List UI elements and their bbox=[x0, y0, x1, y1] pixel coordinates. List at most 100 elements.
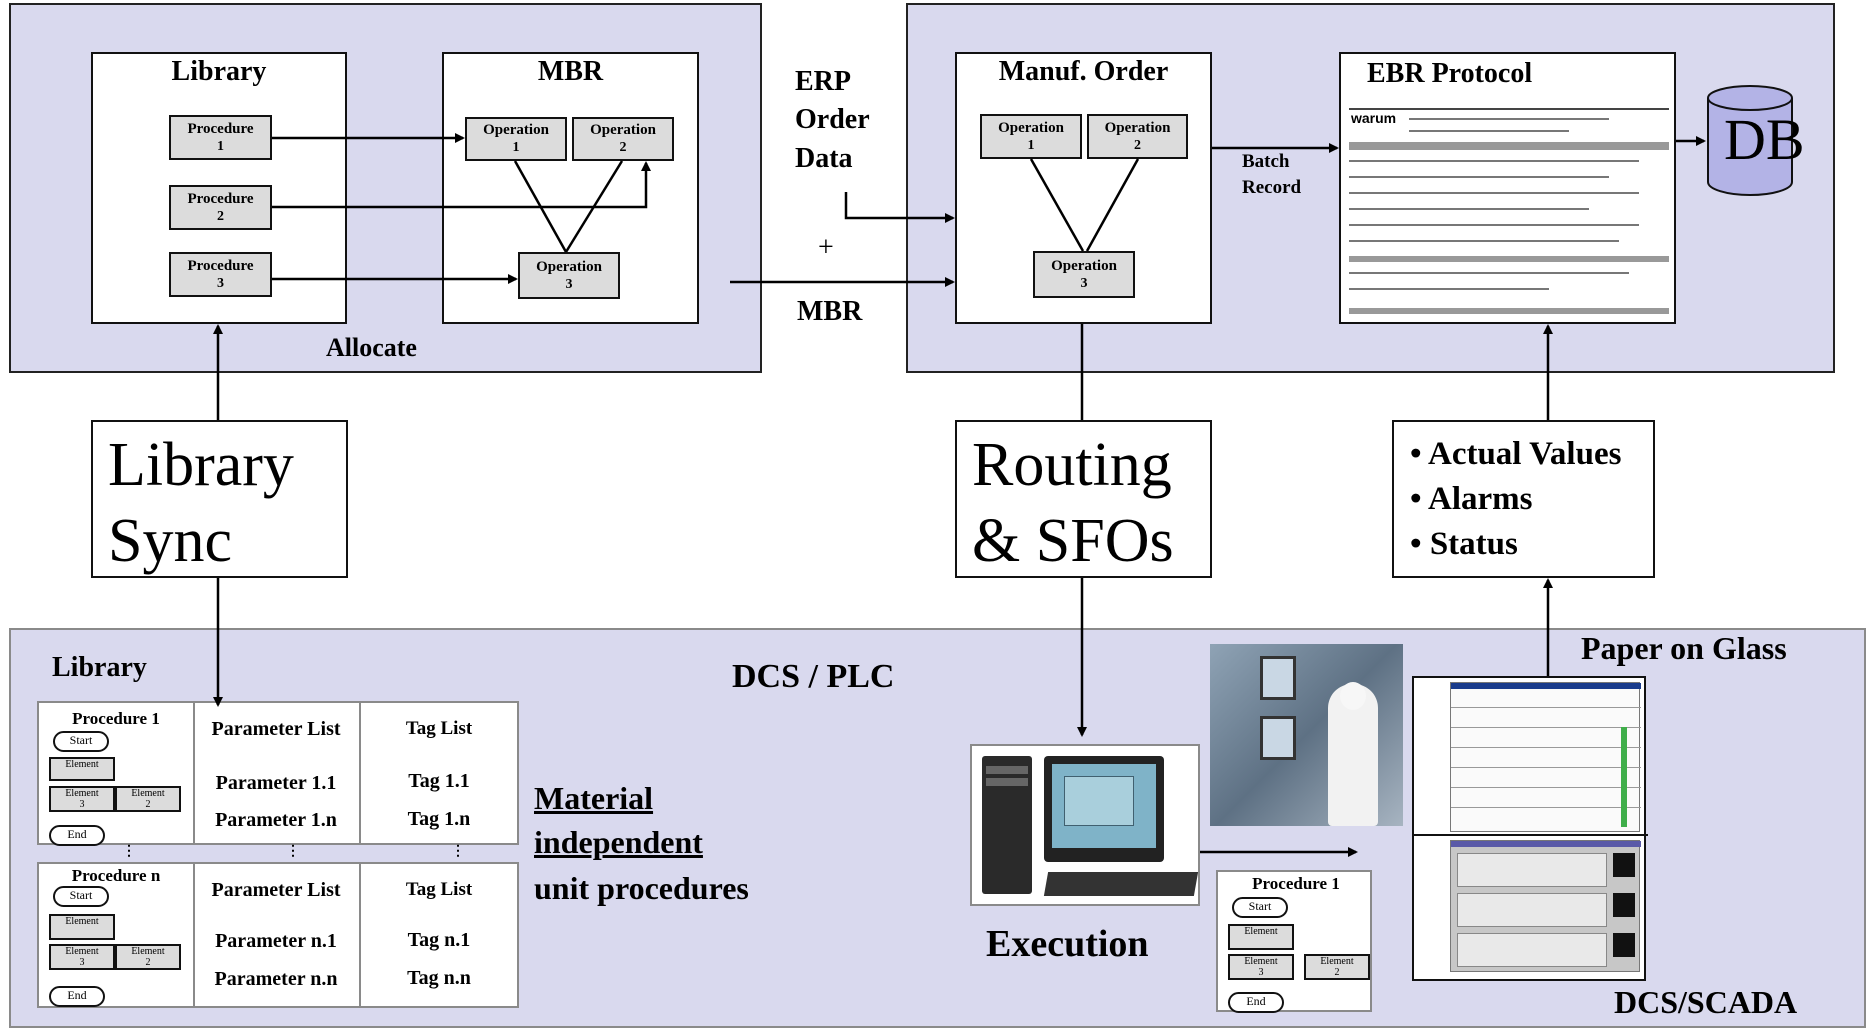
library-sync-line1: Library bbox=[108, 431, 294, 499]
table-divider bbox=[359, 864, 361, 1006]
mbr-flow-label: MBR bbox=[797, 296, 863, 327]
tag-list-header: Tag List bbox=[405, 879, 473, 900]
element-number: 3 bbox=[1258, 967, 1264, 978]
bottom-library-title: Library bbox=[52, 652, 147, 683]
continuation-dots: ⋮ bbox=[451, 844, 465, 859]
mbr-link bbox=[564, 160, 624, 253]
library-sync-line2: Sync bbox=[108, 507, 232, 575]
element-label: Element bbox=[1320, 956, 1354, 967]
operation-label: Operation bbox=[536, 258, 602, 275]
tag-row: Tag n.1 bbox=[407, 929, 471, 951]
table-divider bbox=[193, 703, 195, 843]
flow-start: Start bbox=[53, 886, 109, 907]
table-divider bbox=[193, 864, 195, 1006]
photo-screen bbox=[1260, 656, 1296, 700]
ebr-logo: warum bbox=[1351, 110, 1397, 126]
procedure-name: Procedure 1 bbox=[72, 709, 160, 728]
database-icon bbox=[1706, 84, 1794, 198]
material-line3: unit procedures bbox=[534, 870, 749, 906]
operation-label: Operation bbox=[483, 122, 549, 138]
element-label: Element bbox=[65, 759, 99, 770]
operation-number: 2 bbox=[1134, 137, 1141, 153]
operation-label: Operation bbox=[1104, 119, 1171, 136]
tag-row: Tag 1.n bbox=[407, 808, 471, 830]
computer-illustration bbox=[970, 744, 1200, 906]
bullet-actual-values: • Actual Values bbox=[1410, 436, 1622, 472]
element-label: Element bbox=[1244, 926, 1278, 937]
flow-element-1: Element bbox=[49, 914, 115, 940]
element-number: 2 bbox=[145, 957, 151, 968]
element-number: 3 bbox=[79, 799, 85, 810]
element-number: 2 bbox=[145, 799, 151, 810]
tag-row: Tag 1.1 bbox=[408, 770, 470, 792]
batch-document-screen bbox=[1450, 682, 1641, 832]
procedure-2-box: Procedure 2 bbox=[169, 185, 272, 230]
manuf-order-title: Manuf. Order bbox=[998, 56, 1169, 87]
screen-rule bbox=[1451, 767, 1641, 768]
element-label: Element bbox=[65, 946, 99, 957]
continuation-dots: ⋮ bbox=[286, 844, 300, 859]
material-line1: Material bbox=[534, 780, 654, 816]
pc-drive-slot bbox=[986, 778, 1028, 786]
arrow-erp-manuf bbox=[844, 192, 955, 223]
tag-list-header: Tag List bbox=[405, 718, 473, 739]
tag-row: Tag n.n bbox=[407, 967, 471, 989]
exec-procedure-title: Procedure 1 bbox=[1252, 874, 1340, 893]
continuation-dots: ⋮ bbox=[122, 844, 136, 859]
status-bar bbox=[1621, 727, 1627, 827]
procedure-3-box: Procedure 3 bbox=[169, 252, 272, 297]
flow-element-1: Element bbox=[1228, 924, 1294, 950]
batch-record-line1: Batch bbox=[1242, 151, 1290, 172]
bullet-text: Alarms bbox=[1427, 481, 1533, 517]
element-label: Element bbox=[131, 946, 165, 957]
screen-divider bbox=[1414, 834, 1648, 836]
trend-readout bbox=[1613, 893, 1635, 917]
bullet-status: • Status bbox=[1410, 526, 1518, 562]
mbr-link bbox=[513, 160, 568, 253]
flow-end: End bbox=[1228, 992, 1284, 1013]
element-number: 3 bbox=[79, 957, 85, 968]
flow-end: End bbox=[49, 825, 105, 846]
operation-label: Operation bbox=[998, 119, 1064, 136]
bullet-text: Actual Values bbox=[1427, 436, 1622, 472]
allocate-label: Allocate bbox=[326, 333, 417, 362]
pc-drive-slot bbox=[986, 766, 1028, 774]
param-row: Parameter 1.n bbox=[215, 809, 337, 831]
param-list-header: Parameter List bbox=[211, 718, 341, 740]
material-line2: independent bbox=[534, 824, 703, 860]
bullet-alarms: • Alarms bbox=[1410, 481, 1533, 517]
mbr-title: MBR bbox=[537, 56, 604, 87]
dcs-scada-label: DCS/SCADA bbox=[1614, 984, 1798, 1020]
erp-line1: ERP bbox=[795, 66, 851, 97]
mo-operation-3-box: Operation 3 bbox=[1033, 251, 1135, 298]
screen-rule bbox=[1451, 787, 1641, 788]
param-row: Parameter n.n bbox=[214, 968, 338, 990]
paper-on-glass-screens bbox=[1412, 676, 1648, 981]
mbr-operation-1-box: Operation 1 bbox=[465, 117, 567, 161]
operation-number: 3 bbox=[565, 276, 573, 292]
operation-number: 1 bbox=[512, 140, 520, 155]
screen-rule bbox=[1451, 727, 1641, 728]
batch-record-line2: Record bbox=[1242, 177, 1302, 198]
dcs-plc-label: DCS / PLC bbox=[732, 658, 895, 695]
arrow-proc2-op2 bbox=[272, 161, 651, 209]
screen-rule bbox=[1451, 747, 1641, 748]
paper-on-glass-label: Paper on Glass bbox=[1581, 630, 1787, 666]
procedure-number: 2 bbox=[217, 208, 224, 224]
library-sync-box bbox=[91, 420, 348, 578]
procedure-number: 1 bbox=[217, 138, 224, 154]
manuf-link bbox=[1085, 158, 1140, 252]
trend-plot bbox=[1457, 853, 1607, 887]
status-values-box bbox=[1392, 420, 1655, 578]
element-label: Element bbox=[65, 916, 99, 927]
element-label: Element bbox=[131, 788, 165, 799]
operation-label: Operation bbox=[1051, 257, 1117, 274]
operator-head bbox=[1340, 682, 1366, 710]
erp-line3: Data bbox=[795, 143, 853, 174]
ebr-document-content bbox=[1349, 108, 1669, 322]
